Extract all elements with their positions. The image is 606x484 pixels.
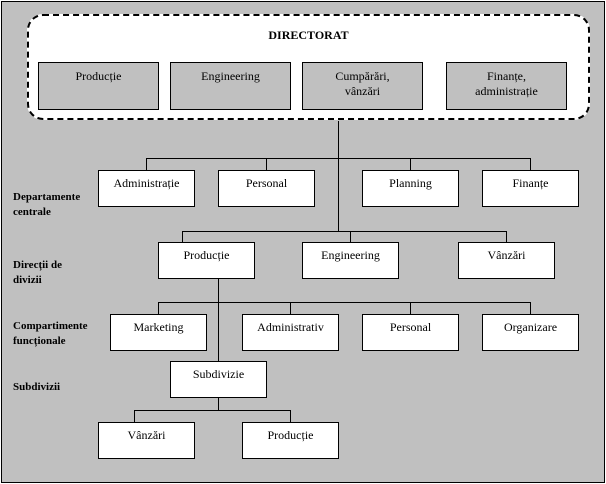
directorat-title: DIRECTORAT [268, 28, 349, 42]
level-label-departamente: Departamente centrale [13, 191, 81, 218]
directorat-unit-cumparari: Cumpărări, vânzări [302, 62, 423, 110]
node-vanzari-divizie: Vânzări [458, 242, 555, 279]
node-personal: Personal [218, 170, 315, 207]
node-productie-sub: Producție [242, 422, 339, 459]
node-marketing: Marketing [110, 314, 207, 351]
node-planning: Planning [362, 170, 459, 207]
node-subdivizie: Subdivizie [170, 361, 267, 398]
node-administratie: Administrație [98, 170, 195, 207]
node-vanzari-sub: Vânzări [98, 422, 195, 459]
level-label-compartimente: Compartimente funcționale [13, 320, 88, 347]
node-productie-divizie: Producție [158, 242, 255, 279]
node-personal-comp: Personal [362, 314, 459, 351]
node-finante: Finanțe [482, 170, 579, 207]
node-engineering-divizie: Engineering [302, 242, 399, 279]
directorat-unit-finante: Finanțe, administrație [446, 62, 567, 110]
level-label-subdivizii: Subdivizii [13, 381, 61, 393]
directorat-unit-productie: Producție [38, 62, 159, 110]
directorat-unit-engineering: Engineering [170, 62, 291, 110]
node-administrativ: Administrativ [242, 314, 339, 351]
level-label-directii: Direcții de divizii [13, 259, 62, 286]
node-organizare: Organizare [482, 314, 579, 351]
